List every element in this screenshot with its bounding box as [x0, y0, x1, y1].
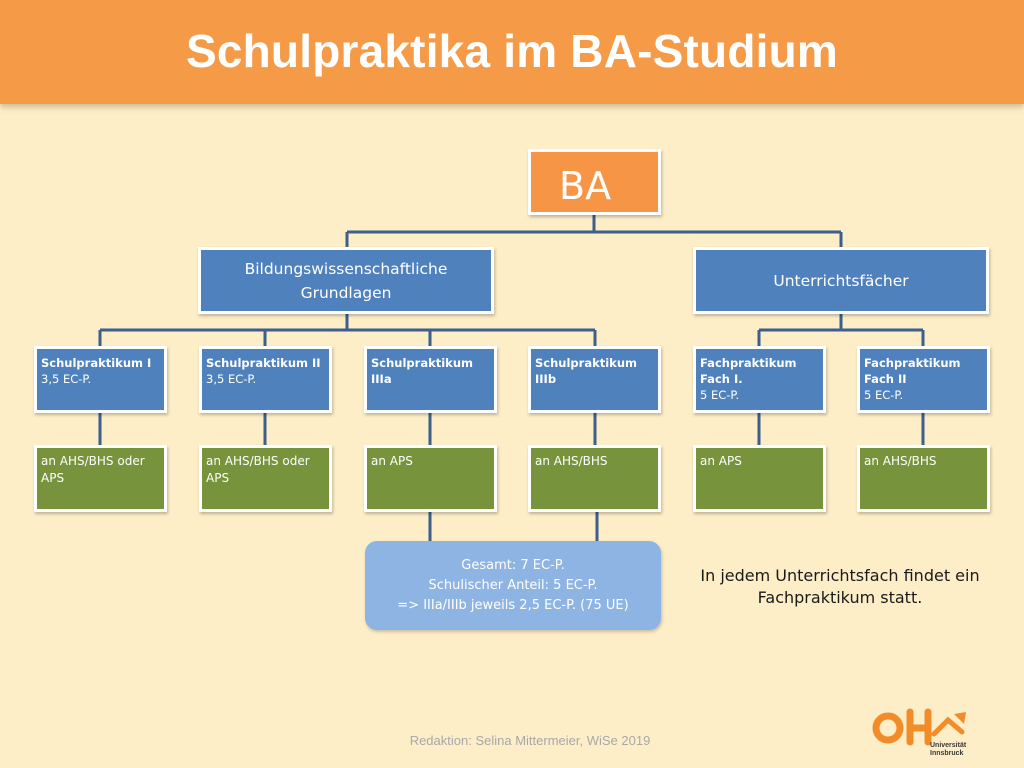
logo-line2: Innsbruck [930, 750, 964, 757]
connector-schools [98, 412, 925, 447]
summary-school-share: Schulischer Anteil: 5 EC-P. [428, 578, 598, 593]
branch-label: Bildungswissenschaftliche Grundlagen [244, 259, 448, 302]
practicum-credits: 5 EC-P. [700, 388, 740, 402]
branch-label: Unterrichtsfächer [773, 271, 909, 290]
practicum-title: Schulpraktikum IIIa [371, 356, 473, 386]
branch-unterrichtsfaecher: Unterrichtsfächer [693, 247, 989, 314]
practicum-box: Fachpraktikum Fach I. 5 EC-P. [693, 346, 826, 413]
school-box: an AHS/BHS oder APS [34, 445, 167, 512]
school-label: an AHS/BHS oder APS [206, 454, 310, 485]
summary-box: Gesamt: 7 EC-P. Schulischer Anteil: 5 EC… [365, 541, 661, 630]
university-logo-icon [872, 708, 966, 746]
practicum-title: Fachpraktikum Fach I. [700, 356, 797, 386]
practicum-title: Schulpraktikum IIIb [535, 356, 637, 386]
connector-bwg [98, 313, 597, 348]
practicum-credits: 3,5 EC-P. [41, 372, 92, 386]
summary-split: => IIIa/IIIb jeweils 2,5 EC-P. (75 UE) [397, 598, 629, 613]
school-label: an APS [371, 454, 413, 468]
summary-total: Gesamt: 7 EC-P. [461, 558, 565, 573]
ba-label: BA [559, 164, 612, 208]
school-label: an AHS/BHS oder APS [41, 454, 145, 485]
practicum-box: Schulpraktikum IIIa [364, 346, 497, 413]
practicum-box: Schulpraktikum I 3,5 EC-P. [34, 346, 167, 413]
ba-root-box: BA [528, 149, 661, 215]
footer-credit: Redaktion: Selina Mittermeier, WiSe 2019 [409, 733, 651, 748]
practicum-title: Fachpraktikum Fach II [864, 356, 961, 386]
connector-root [345, 214, 843, 248]
school-box: an APS [364, 445, 497, 512]
practicum-box: Schulpraktikum II 3,5 EC-P. [199, 346, 332, 413]
branch-bildungswissenschaften: Bildungswissenschaftliche Grundlagen [198, 247, 494, 314]
connector-uf [757, 313, 925, 348]
school-box: an AHS/BHS [857, 445, 990, 512]
connector-summary [428, 510, 599, 542]
school-box: an AHS/BHS oder APS [199, 445, 332, 512]
title-banner: Schulpraktika im BA-Studium [0, 0, 1024, 104]
school-box: an AHS/BHS [528, 445, 661, 512]
logo-wordmark: Universität Innsbruck [930, 742, 966, 758]
practicum-title: Schulpraktikum I [41, 356, 152, 370]
practicum-credits: 3,5 EC-P. [206, 372, 257, 386]
school-label: an AHS/BHS [535, 454, 608, 468]
practicum-box: Fachpraktikum Fach II 5 EC-P. [857, 346, 990, 413]
practicum-box: Schulpraktikum IIIb [528, 346, 661, 413]
school-box: an APS [693, 445, 826, 512]
school-label: an APS [700, 454, 742, 468]
logo-line1: Universität [930, 742, 967, 749]
practicum-credits: 5 EC-P. [864, 388, 904, 402]
page-title: Schulpraktika im BA-Studium [185, 25, 839, 77]
fachpraktikum-note: In jedem Unterrichtsfach findet ein Fach… [700, 566, 980, 607]
practicum-title: Schulpraktikum II [206, 356, 321, 370]
school-label: an AHS/BHS [864, 454, 937, 468]
